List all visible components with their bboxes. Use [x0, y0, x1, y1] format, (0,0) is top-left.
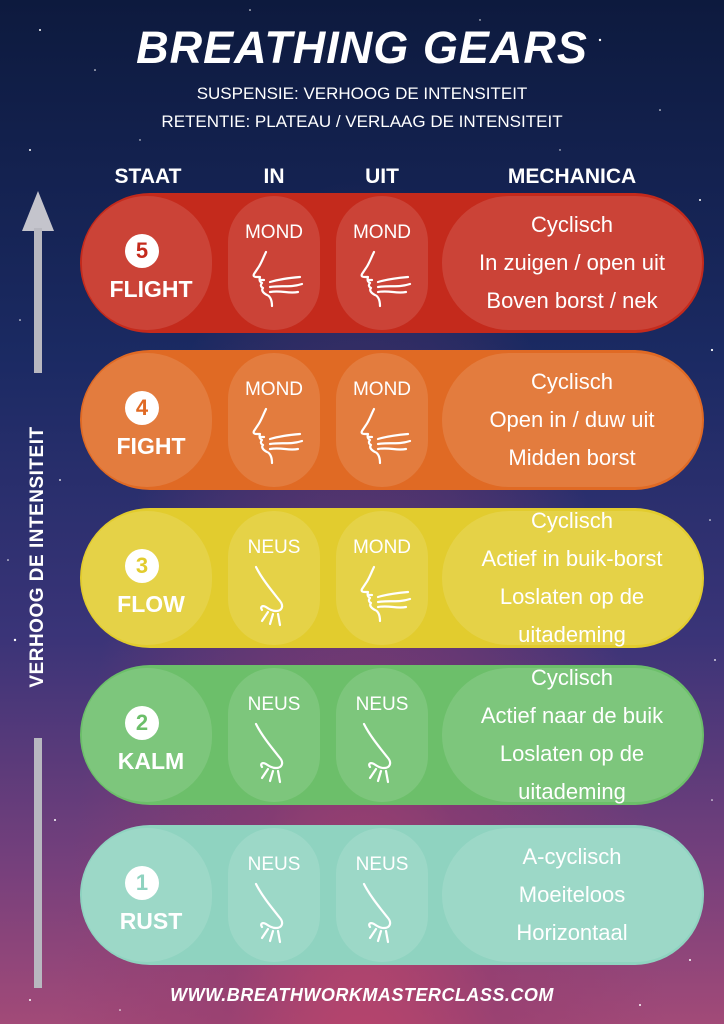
uit-label: NEUS — [355, 854, 409, 875]
gear-number: 2 — [125, 706, 159, 740]
mechanics-line: Loslaten op de — [499, 741, 645, 766]
uit-cell: MOND — [336, 353, 428, 487]
mechanics-line: Cyclisch — [531, 508, 613, 533]
mouth-breath-icon — [242, 407, 306, 471]
gear-state-name: FLIGHT — [109, 276, 193, 302]
subtitle-suspension: SUSPENSIE: VERHOOG DE INTENSITEIT — [196, 84, 528, 103]
state-cell: 3 FLOW — [82, 511, 212, 645]
nose-breath-icon — [242, 565, 306, 629]
uit-cell: NEUS — [336, 668, 428, 802]
gear-number: 5 — [125, 234, 159, 268]
mechanics-line: uitademing — [518, 622, 626, 647]
subtitle-retention: RETENTIE: PLATEAU / VERLAAG DE INTENSITE… — [161, 112, 563, 131]
state-cell: 5 FLIGHT — [82, 196, 212, 330]
gear-state-name: FIGHT — [116, 433, 186, 459]
header-mechanica: MECHANICA — [507, 165, 637, 188]
state-cell: 2 KALM — [82, 668, 212, 802]
mechanics-line: Cyclisch — [531, 369, 613, 394]
header-staat: STAAT — [114, 165, 182, 188]
in-cell: MOND — [228, 353, 320, 487]
arrow-shaft-top — [34, 228, 42, 373]
in-cell: MOND — [228, 196, 320, 330]
mechanics-line: Open in / duw uit — [489, 407, 655, 432]
footer-url[interactable]: WWW.BREATHWORKMASTERCLASS.COM — [170, 985, 554, 1005]
arrow-shaft-bottom — [34, 738, 42, 988]
mechanics-line: Cyclisch — [531, 665, 613, 690]
mechanics-line: uitademing — [518, 779, 626, 804]
nose-breath-icon — [350, 882, 414, 946]
in-cell: NEUS — [228, 668, 320, 802]
mouth-breath-icon — [350, 407, 414, 471]
mouth-breath-icon — [242, 250, 306, 314]
nose-breath-icon — [242, 882, 306, 946]
gear-state-name: RUST — [119, 908, 183, 934]
in-label: MOND — [244, 379, 304, 400]
mechanics-line: A-cyclisch — [522, 844, 622, 869]
state-cell: 4 FIGHT — [82, 353, 212, 487]
mechanics-line: Loslaten op de — [499, 584, 645, 609]
mouth-breath-icon — [350, 250, 414, 314]
gear-number: 3 — [125, 549, 159, 583]
mechanics-line: Actief naar de buik — [480, 703, 664, 728]
state-cell: 1 RUST — [82, 828, 212, 962]
in-label: NEUS — [247, 854, 301, 875]
in-label: MOND — [244, 222, 304, 243]
mechanics-line: In zuigen / open uit — [479, 250, 665, 275]
arrow-up-icon — [22, 191, 54, 231]
nose-breath-icon — [242, 722, 306, 786]
uit-label: MOND — [352, 537, 412, 558]
uit-cell: MOND — [336, 511, 428, 645]
in-cell: NEUS — [228, 511, 320, 645]
gear-state-name: FLOW — [117, 591, 185, 617]
in-label: NEUS — [247, 537, 301, 558]
header-uit: UIT — [365, 165, 399, 188]
mechanics-line: Boven borst / nek — [486, 288, 658, 313]
uit-cell: NEUS — [336, 828, 428, 962]
gear-number: 1 — [125, 866, 159, 900]
uit-label: NEUS — [355, 694, 409, 715]
uit-label: MOND — [352, 379, 412, 400]
mechanics-line: Horizontaal — [516, 920, 628, 945]
mouth-breath-icon — [350, 565, 414, 629]
gear-number: 4 — [125, 391, 159, 425]
gear-row-flight: 5 FLIGHT MOND MOND Cyclisch In zuigen / o… — [80, 193, 704, 333]
axis-label-intensity: VERHOOG DE INTENSITEIT — [27, 426, 48, 688]
header-in: IN — [263, 165, 285, 188]
uit-cell: MOND — [336, 196, 428, 330]
mechanics-line: Moeiteloos — [518, 882, 626, 907]
mechanics-line: Cyclisch — [531, 212, 613, 237]
mechanics-line: Midden borst — [508, 445, 636, 470]
in-label: NEUS — [247, 694, 301, 715]
nose-breath-icon — [350, 722, 414, 786]
mechanics-line: Actief in buik-borst — [481, 546, 663, 571]
in-cell: NEUS — [228, 828, 320, 962]
page-title: BREATHING GEARS — [136, 22, 588, 73]
gear-state-name: KALM — [117, 748, 185, 774]
uit-label: MOND — [352, 222, 412, 243]
